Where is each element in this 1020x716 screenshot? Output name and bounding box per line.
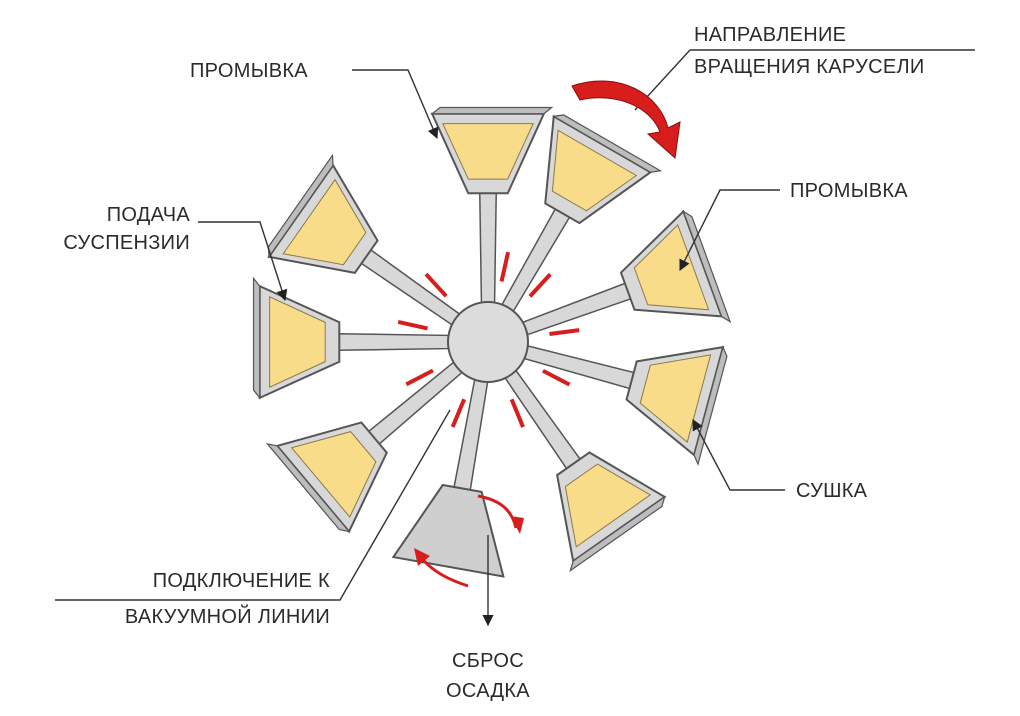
cell-edge — [693, 345, 728, 467]
label-rotation-line2: ВРАЩЕНИЯ КАРУСЕЛИ — [694, 56, 925, 78]
flow-arrow — [549, 328, 580, 337]
filter-cell — [265, 361, 464, 534]
flow-arrow — [424, 272, 448, 298]
vacuum-pipe — [504, 369, 582, 471]
cell-edge — [430, 106, 554, 115]
label-vacuum-line2: ВАКУУМНОЙ ЛИНИИ — [124, 606, 330, 628]
filter-cake — [282, 178, 367, 266]
vacuum-pipe — [337, 332, 450, 352]
vacuum-pipe — [366, 361, 464, 446]
flow-arrow — [499, 251, 511, 282]
label-dry: СУШКА — [796, 480, 868, 502]
cell-edge — [551, 114, 663, 173]
filter-cake — [551, 129, 638, 212]
filter-cake — [633, 223, 710, 311]
leader-wash-right — [679, 189, 780, 272]
cell-edge — [252, 276, 261, 400]
vacuum-flow-arrows — [397, 251, 580, 428]
flow-arrow — [528, 272, 552, 298]
leader-vacuum — [55, 409, 451, 601]
filter-cells — [252, 106, 732, 578]
label-wash-right: ПРОМЫВКА — [790, 180, 908, 202]
label-wash-top: ПРОМЫВКА — [190, 60, 308, 82]
vacuum-pipe — [523, 344, 636, 390]
central-hub — [447, 301, 529, 383]
filter-cake — [442, 123, 534, 180]
filter-cake — [564, 463, 652, 548]
vacuum-pipe — [478, 191, 498, 304]
label-vacuum-line1: ПОДКЛЮЧЕНИЕ К — [152, 570, 330, 592]
leader-lines — [55, 49, 975, 627]
vacuum-pipe — [521, 282, 633, 336]
rotation-arrow-icon — [571, 80, 681, 159]
filter-cell — [430, 106, 554, 304]
label-discharge-line2: ОСАДКА — [446, 680, 530, 702]
flow-arrow — [405, 368, 434, 387]
filter-cell — [501, 114, 663, 313]
flow-arrow — [542, 368, 571, 387]
filter-cell — [504, 369, 667, 573]
cell-edge — [265, 442, 351, 533]
cell-edge — [569, 495, 666, 573]
filter-cake — [290, 431, 377, 518]
filter-cake — [269, 296, 326, 388]
leader-dry — [692, 419, 785, 491]
flow-arrow — [397, 319, 428, 331]
vacuum-pipe — [359, 248, 461, 326]
vacuum-pipe — [452, 378, 489, 492]
flow-arrow — [450, 398, 467, 428]
leader-wash-top — [352, 69, 439, 140]
label-rotation-line1: НАПРАВЛЕНИЕ — [694, 24, 847, 46]
filter-cell — [252, 276, 450, 400]
label-feed-line2: СУСПЕНЗИИ — [63, 232, 190, 254]
flow-arrow — [509, 398, 525, 428]
filter-cell — [267, 153, 461, 326]
label-discharge-line1: СБРОС — [452, 650, 524, 672]
tilt-arrow-icon — [414, 494, 524, 588]
leader-feed — [198, 221, 288, 302]
label-feed-line1: ПОДАЧА — [106, 204, 190, 226]
vacuum-pipe — [501, 207, 572, 313]
